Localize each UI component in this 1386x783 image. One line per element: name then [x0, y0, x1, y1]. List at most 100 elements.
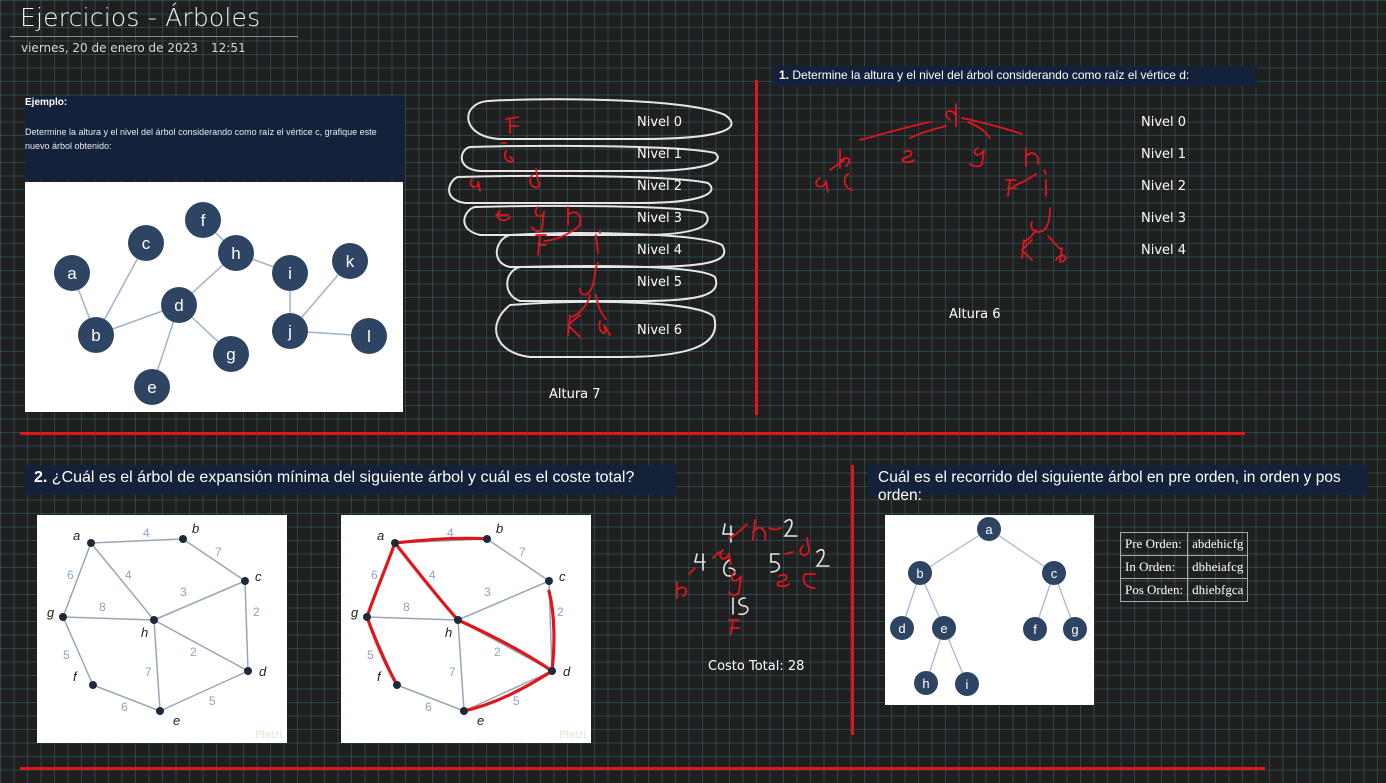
traversal-value: dhiebfgca: [1187, 578, 1249, 602]
weighted-graph-mst: a b c d e f g h 4 7 6 4 3 8 2 5 7 2 6 5 …: [341, 515, 591, 743]
tree-node-b: b: [91, 326, 100, 345]
tree-node-e: e: [147, 378, 156, 397]
mst-node-c: c: [559, 569, 566, 584]
edge-weight-fe: 6: [121, 700, 128, 714]
tree-node-a: a: [67, 264, 77, 283]
tree-node-l: l: [367, 327, 371, 346]
tree-node-j: j: [287, 322, 292, 341]
mst-node-f: f: [377, 669, 382, 684]
level-label-6: Nivel 6: [637, 323, 683, 338]
trav-node-h: h: [922, 676, 929, 691]
edge-weight-hd: 2: [190, 645, 197, 659]
mst-edge-weight-fe: 6: [425, 700, 432, 714]
tree-node-d: d: [174, 296, 183, 315]
trav-node-c: c: [1051, 566, 1058, 581]
horizontal-divider-middle: [20, 432, 1245, 435]
graph-node-b: b: [192, 521, 199, 536]
example-header-box: [25, 96, 405, 180]
edge-weight-ch: 3: [180, 585, 187, 599]
tree-node-f: f: [201, 211, 206, 230]
trav-node-d: d: [898, 621, 905, 636]
example-label: Ejemplo:: [25, 97, 68, 108]
edge-weight-ag: 6: [67, 568, 74, 582]
traversal-label: In Orden:: [1119, 555, 1189, 579]
q1-level-label-2: Nivel 2: [1141, 179, 1187, 194]
edge-weight-cd: 2: [253, 605, 260, 619]
mst-edge-weight-bc: 7: [519, 545, 526, 559]
question3-header-box: [868, 465, 1368, 495]
mst-node-a: a: [377, 528, 384, 543]
mst-edge-weight-ag: 6: [371, 568, 378, 582]
title-divider: [10, 36, 298, 37]
traversal-row-postorder: Pos Orden: dhiebfgca: [1119, 578, 1249, 602]
ink-tree-root-d: [815, 103, 1067, 263]
trav-node-f: f: [1033, 622, 1037, 637]
mst-node-h: h: [445, 625, 452, 640]
traversal-value: dbheiafcg: [1187, 555, 1249, 579]
height-label-q1: Altura 6: [949, 307, 1001, 322]
mst-edge-weight-gh: 8: [403, 600, 410, 614]
graph-node-d: d: [259, 664, 267, 679]
mst-node-e: e: [477, 713, 484, 728]
height-label-left: Altura 7: [549, 387, 601, 402]
q1-level-label-1: Nivel 1: [1141, 147, 1187, 162]
traversal-tree-image: a b c d e f g h i: [885, 515, 1094, 705]
traversal-row-inorder: In Orden: dbheiafcg: [1119, 555, 1249, 579]
page-title: Ejercicios - Árboles: [20, 3, 261, 32]
edge-weight-ab: 4: [143, 526, 150, 540]
level-label-4: Nivel 4: [637, 243, 683, 258]
trav-node-e: e: [940, 621, 947, 636]
level-label-3: Nivel 3: [637, 211, 683, 226]
mst-edge-weight-cd: 2: [557, 605, 564, 619]
trav-node-i: i: [966, 677, 969, 692]
edge-weight-he: 7: [145, 665, 152, 679]
question1-header-box: [773, 66, 1257, 87]
q1-level-label-0: Nivel 0: [1141, 115, 1187, 130]
graph-node-a: a: [73, 528, 80, 543]
vertical-divider-bottom: [851, 465, 854, 735]
question2-text: 2. ¿Cuál es el árbol de expansión mínima…: [34, 469, 634, 487]
mst-edge-weight-hd: 2: [494, 645, 501, 659]
graph-node-h: h: [141, 625, 148, 640]
edge-weight-ed: 5: [209, 694, 216, 708]
edge-weight-bc: 7: [215, 545, 222, 559]
level-label-5: Nivel 5: [637, 275, 683, 290]
graph-node-g: g: [47, 605, 55, 620]
ink-level-loops: [448, 98, 733, 358]
vertical-divider-top: [755, 80, 758, 415]
total-cost-label: Costo Total: 28: [708, 659, 805, 674]
mst-edge-weight-he: 7: [449, 665, 456, 679]
example-tree-image: a b c d e f g h i j k l: [25, 182, 403, 412]
mst-edge-weight-gf: 5: [367, 648, 374, 662]
tree-node-i: i: [288, 264, 292, 283]
page-date: viernes, 20 de enero de 2023: [21, 41, 198, 55]
edge-weight-ah: 4: [125, 568, 132, 582]
ink-mst-sketch: [676, 518, 830, 635]
level-label-2: Nivel 2: [637, 179, 683, 194]
horizontal-divider-bottom: [20, 767, 1265, 770]
edge-weight-gf: 5: [63, 648, 70, 662]
trav-node-a: a: [985, 522, 993, 537]
mst-edge-weight-ch: 3: [484, 585, 491, 599]
question3-text: Cuál es el recorrido del siguiente árbol…: [878, 469, 1341, 504]
level-label-0: Nivel 0: [637, 115, 683, 130]
tree-node-g: g: [226, 345, 235, 364]
traversal-row-preorder: Pre Orden: abdehicfg: [1119, 532, 1249, 556]
tree-node-k: k: [346, 252, 355, 271]
mst-node-d: d: [563, 664, 571, 679]
question2-header-box: [24, 465, 676, 495]
traversal-value: abdehicfg: [1187, 532, 1249, 556]
question2-body: ¿Cuál es el árbol de expansión mínima de…: [51, 469, 635, 486]
platzi-watermark: Platzi: [255, 729, 282, 741]
trav-node-b: b: [916, 566, 923, 581]
tree-node-h: h: [231, 244, 240, 263]
traversal-label: Pre Orden:: [1119, 532, 1189, 556]
mst-platzi-watermark: Platzi: [559, 729, 586, 741]
weighted-graph-original: a b c d e f g h 4 7 6 4 3 8 2 5 7 2 6 5 …: [37, 515, 287, 743]
page-time: 12:51: [211, 41, 246, 55]
q1-level-label-3: Nivel 3: [1141, 211, 1187, 226]
question1-text: 1. Determine la altura y el nivel del ár…: [779, 68, 1189, 82]
tree-node-c: c: [142, 234, 151, 253]
mst-node-g: g: [351, 605, 359, 620]
mst-edge-weight-ah: 4: [429, 568, 436, 582]
